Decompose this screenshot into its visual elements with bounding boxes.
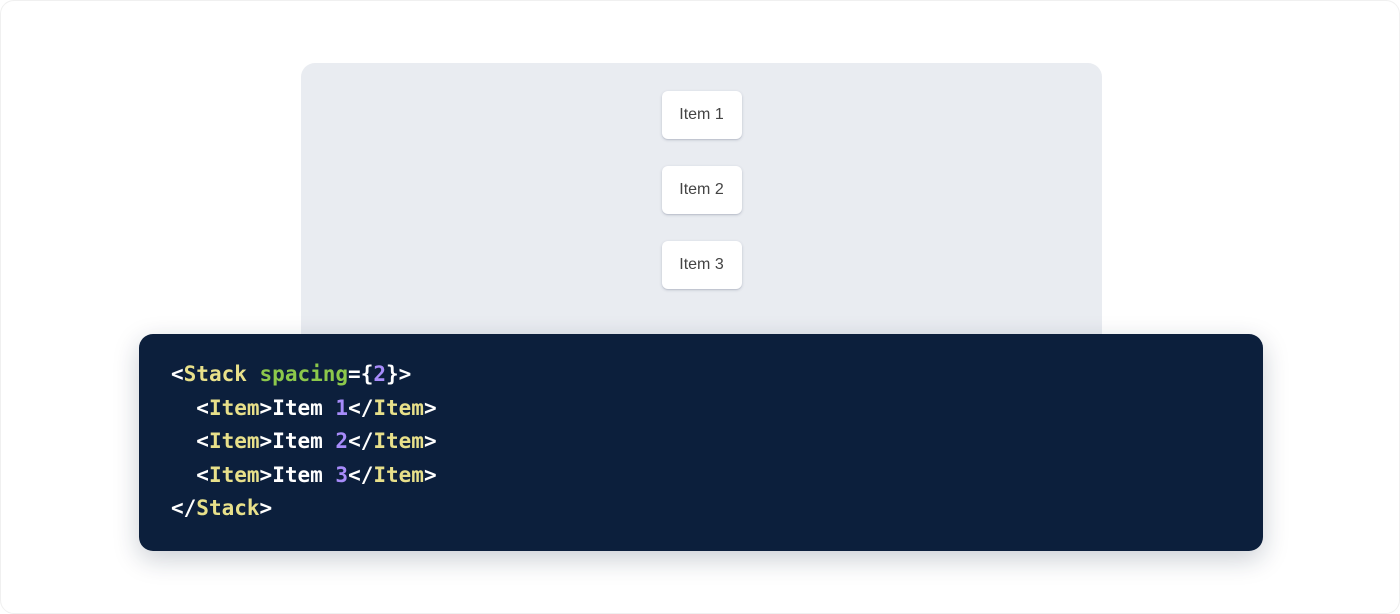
code-token-punct: </: [348, 429, 374, 453]
code-line: </Stack>: [171, 492, 1231, 526]
code-token-tag: Item: [373, 429, 424, 453]
code-token-punct: ={: [348, 362, 374, 386]
stack-item-label: Item 3: [679, 256, 724, 273]
stack-container: Item 1 Item 2 Item 3: [661, 91, 742, 289]
code-token-tag: Item: [373, 395, 424, 420]
code-token-text: Item: [272, 395, 336, 420]
stack-item[interactable]: Item 3: [661, 241, 742, 289]
code-line: <Stack spacing={2}>: [171, 358, 1231, 392]
code-token-num: 1: [335, 395, 349, 420]
code-token-tag: Item: [208, 395, 260, 420]
code-token-num: 2: [335, 429, 349, 453]
code-token-punct: </: [171, 496, 197, 520]
code-snippet-block: <Stack spacing={2}> <Item>Item 1</Item> …: [139, 334, 1263, 551]
code-token-punct: >: [423, 429, 437, 453]
code-line: <Item>Item 1</Item>: [171, 392, 1231, 426]
code-token-tag: Item: [208, 429, 260, 453]
code-token-text: Item: [272, 429, 336, 453]
code-token-tag: Stack: [196, 496, 260, 520]
code-token-tag: Item: [373, 462, 424, 487]
code-token-attr: spacing: [259, 362, 349, 386]
code-token-punct: >: [423, 462, 437, 487]
stack-item[interactable]: Item 2: [661, 166, 742, 214]
code-token-text: Item: [272, 462, 336, 487]
code-snippet-text: <Stack spacing={2}> <Item>Item 1</Item> …: [171, 358, 1231, 526]
code-token-punct: >: [259, 462, 273, 487]
code-token-num: 3: [335, 462, 349, 487]
code-token-text: [247, 362, 260, 386]
component-preview-panel: Item 1 Item 2 Item 3: [301, 63, 1102, 353]
code-token-punct: >: [259, 496, 273, 520]
code-token-punct: >: [259, 395, 273, 420]
code-token-punct: >: [259, 429, 273, 453]
code-token-tag: Stack: [183, 362, 247, 386]
stack-item[interactable]: Item 1: [661, 91, 742, 139]
code-token-punct: <: [196, 429, 209, 453]
stack-item-label: Item 1: [679, 106, 724, 123]
stack-item-label: Item 2: [679, 181, 724, 198]
code-token-punct: </: [348, 462, 374, 487]
code-token-punct: >: [423, 395, 437, 420]
code-token-punct: }>: [386, 362, 412, 386]
code-token-punct: <: [171, 362, 184, 386]
code-token-punct: <: [196, 462, 209, 487]
code-token-num: 2: [373, 362, 386, 386]
code-token-tag: Item: [208, 462, 260, 487]
code-line: <Item>Item 2</Item>: [171, 425, 1231, 459]
code-token-punct: </: [348, 395, 374, 420]
code-token-punct: <: [196, 395, 209, 420]
code-line: <Item>Item 3</Item>: [171, 459, 1231, 493]
